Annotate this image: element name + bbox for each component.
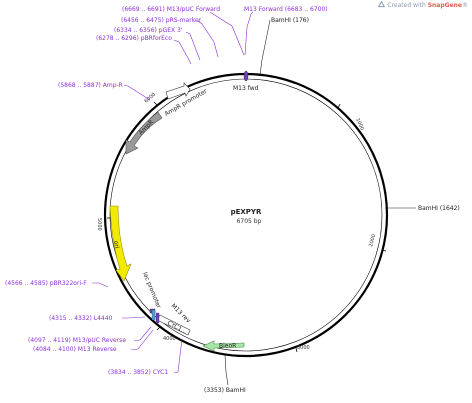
ampr-promoter-arrow (165, 82, 191, 100)
ori-arrow (109, 205, 132, 282)
site-label-m13puc-fwd[interactable]: (6669 .. 6691) M13/pUC Forward (122, 6, 220, 13)
tick-1000 (337, 103, 341, 109)
m13fwd-arrow (243, 70, 249, 82)
purple-leader-lines (92, 11, 254, 374)
site-label-m13puc-rev[interactable]: (4097 .. 4119) M13/pUC Reverse (28, 337, 126, 344)
tick-label-4000: 4000 (163, 336, 176, 342)
site-label-ampr[interactable]: (5868 .. 5887) Amp-R (58, 82, 123, 89)
site-label-pbr322ori[interactable]: (4566 .. 4585) pBR322ori-F (5, 280, 87, 287)
snapgene-logo-icon (378, 1, 386, 8)
ori-label: ori (112, 240, 120, 249)
lac-promoter-label: lac promoter (141, 271, 162, 310)
watermark-trademark: ® (462, 2, 468, 9)
m13fwd-label: M13 fwd (233, 85, 259, 92)
feature-m13fwd[interactable]: M13 fwd (233, 70, 259, 92)
site-label-l4440[interactable]: (4315 .. 4332) L4440 (49, 315, 113, 322)
site-label-pgex3[interactable]: (6334 .. 6356) pGEX 3' (114, 27, 183, 34)
leader-pgex3 (185, 31, 201, 61)
feature-ori[interactable]: ori (109, 205, 132, 282)
site-label-cyc1[interactable]: (3834 .. 3852) CYC1 (108, 369, 168, 376)
leader-cyc1 (173, 338, 183, 374)
tick-label-3000: 3000 (297, 345, 310, 351)
cyc1-marker-blue (151, 309, 156, 321)
leader-m13puc-rev (133, 326, 152, 342)
bleor-label: BleoR (219, 343, 236, 350)
tick-3000 (295, 347, 298, 353)
site-label-prs-marker[interactable]: (6456 .. 6475) pRS-marker (121, 17, 202, 24)
tick-2000 (381, 249, 387, 252)
site-label-m13-rev[interactable]: (4084 .. 4100) M13 Reverse (33, 346, 117, 353)
tick-label-2000: 2000 (368, 234, 377, 248)
site-label-bamhi-1642[interactable]: BamHI (1642) (418, 205, 460, 212)
watermark-name: SnapGene (427, 2, 462, 9)
leader-pbrforeco (173, 39, 192, 65)
site-labels: (6669 .. 6691) M13/pUC Forward M13 Forwa… (5, 6, 460, 394)
bleor-arrow (202, 340, 245, 352)
tick-4000 (156, 326, 161, 331)
leader-prs-marker (197, 20, 219, 58)
leader-ampr (123, 84, 151, 101)
tick-6000 (153, 101, 158, 106)
leader-m13-rev (130, 329, 154, 351)
ampr-arrow (125, 111, 163, 155)
cyc1-marker-purple (155, 312, 160, 324)
plasmid-name: pEXPYR (231, 208, 262, 216)
site-label-m13-fwd[interactable]: M13 Forward (6683 .. 6700) (244, 6, 328, 13)
site-label-bamhi-3353[interactable]: (3353) BamHI (204, 387, 246, 394)
site-label-pbrforeco[interactable]: (6278 .. 6296) pBRforEco (96, 35, 172, 42)
feature-bleor[interactable]: BleoR (202, 340, 245, 352)
leader-bamhi-3353 (224, 354, 229, 386)
feature-ampr-promoter[interactable]: AmpR promoter (164, 82, 209, 118)
tick-label-1000: 1000 (354, 117, 365, 131)
snapgene-watermark: Created with SnapGene® (378, 1, 468, 9)
leader-m13puc-fwd (209, 11, 245, 56)
plasmid-size: 6705 bp (237, 218, 262, 225)
black-leader-lines (224, 19, 416, 386)
feature-lac-promoter[interactable]: lac promoter (141, 271, 162, 310)
watermark-prefix: Created with (387, 2, 426, 9)
site-label-bamhi-176[interactable]: BamHI (176) (271, 17, 309, 24)
leader-l4440 (122, 316, 146, 319)
leader-bamhi-176 (259, 19, 271, 76)
leader-pbr322ori (92, 282, 109, 288)
tick-marks (107, 101, 387, 353)
leader-m13-fwd (244, 11, 254, 56)
tick-label-5000: 5000 (96, 218, 102, 231)
